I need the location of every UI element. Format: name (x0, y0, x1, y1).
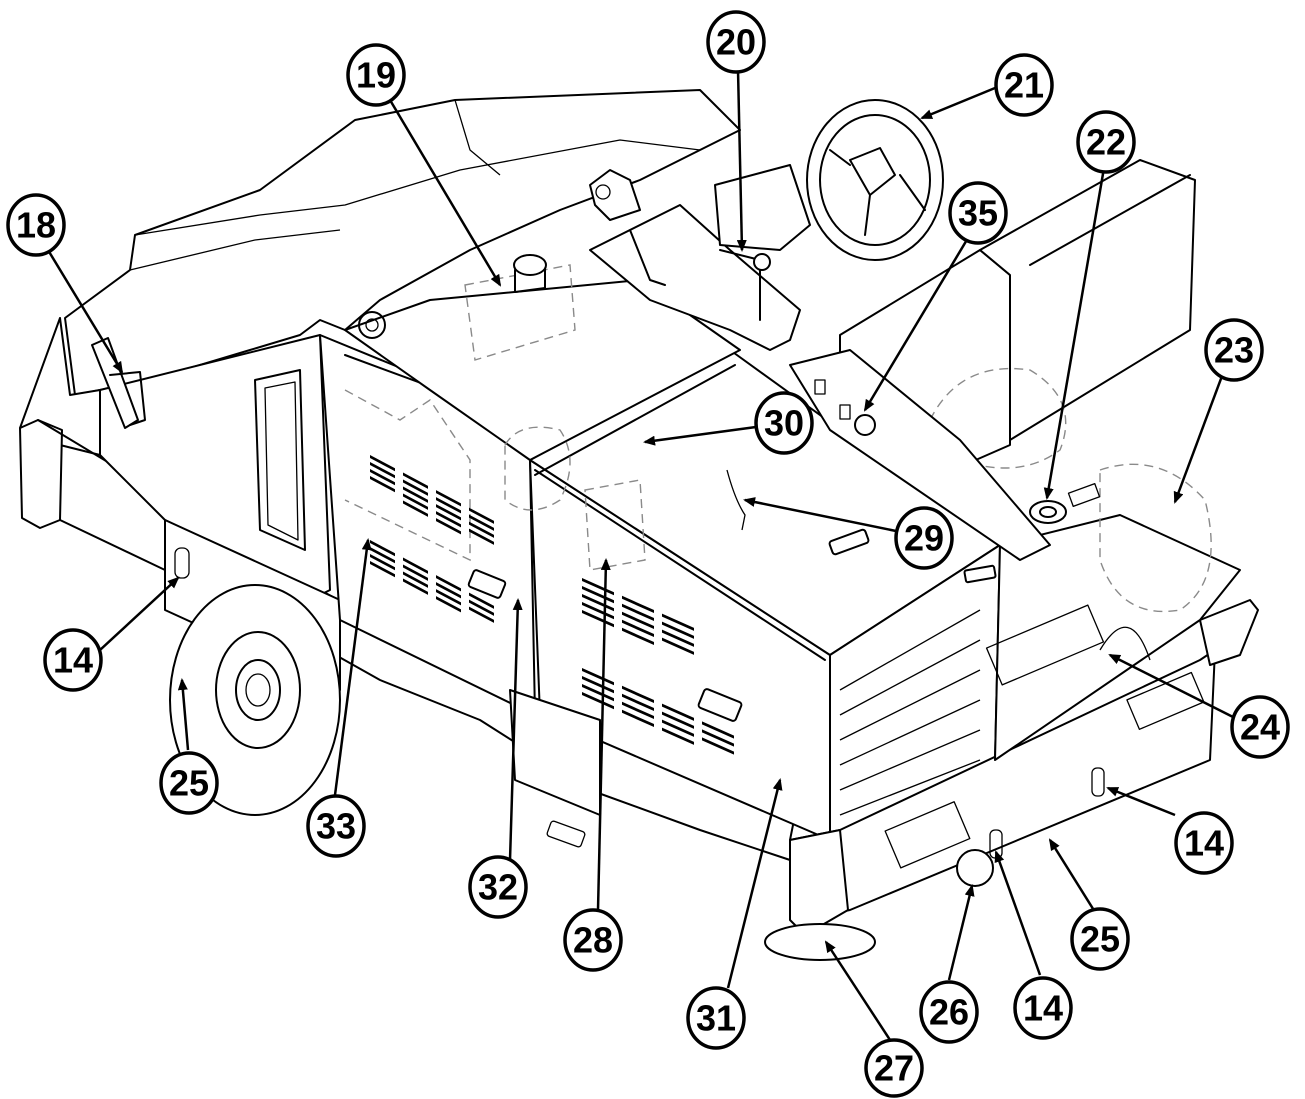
callout-20-label: 20 (716, 22, 756, 63)
callout-32: 32 (468, 855, 528, 919)
callout-20: 20 (706, 10, 766, 74)
callout-24-label: 24 (1240, 707, 1280, 748)
callout-23: 23 (1204, 318, 1264, 382)
callout-32-label: 32 (478, 867, 518, 908)
callout-35: 35 (948, 181, 1008, 245)
callout-29-label: 29 (904, 518, 944, 559)
callout-35-label: 35 (958, 193, 998, 234)
callout-22-label: 22 (1086, 122, 1126, 163)
callout-30-label: 30 (764, 403, 804, 444)
callout-14-right: 14 (1174, 811, 1234, 875)
left-panel-vents (370, 455, 494, 623)
callout-14-left-label: 14 (53, 640, 93, 681)
callout-28: 28 (563, 908, 623, 972)
callout-26-label: 26 (929, 992, 969, 1033)
callout-21: 21 (994, 53, 1054, 117)
callout-27: 27 (864, 1038, 924, 1098)
leader-lines (46, 69, 1236, 1044)
callout-28-label: 28 (573, 920, 613, 961)
callout-25-right-label: 25 (1080, 919, 1120, 960)
callout-24: 24 (1230, 695, 1290, 759)
callout-25-left: 25 (159, 751, 219, 815)
callout-14-bottom-label: 14 (1023, 988, 1063, 1029)
machine-body (19, 89, 1259, 961)
callout-23-label: 23 (1214, 330, 1254, 371)
callout-21-label: 21 (1004, 65, 1044, 106)
callout-19: 19 (346, 43, 406, 107)
callout-33-label: 33 (316, 806, 356, 847)
callout-25-left-label: 25 (169, 763, 209, 804)
callout-14-bottom: 14 (1013, 976, 1073, 1040)
callout-30: 30 (754, 391, 814, 455)
callout-26: 26 (919, 980, 979, 1044)
callout-14-right-label: 14 (1184, 823, 1224, 864)
callout-25-right: 25 (1070, 907, 1130, 971)
callout-18-label: 18 (16, 205, 56, 246)
callout-14-left: 14 (43, 628, 103, 692)
callout-31-label: 31 (696, 998, 736, 1039)
callout-29: 29 (894, 506, 954, 570)
callout-22: 22 (1076, 110, 1136, 174)
callout-18: 18 (6, 193, 66, 257)
callout-27-label: 27 (874, 1048, 914, 1089)
callout-31: 31 (686, 986, 746, 1050)
callout-33: 33 (306, 794, 366, 858)
callout-19-label: 19 (356, 55, 396, 96)
front-panel-vents (582, 578, 734, 755)
